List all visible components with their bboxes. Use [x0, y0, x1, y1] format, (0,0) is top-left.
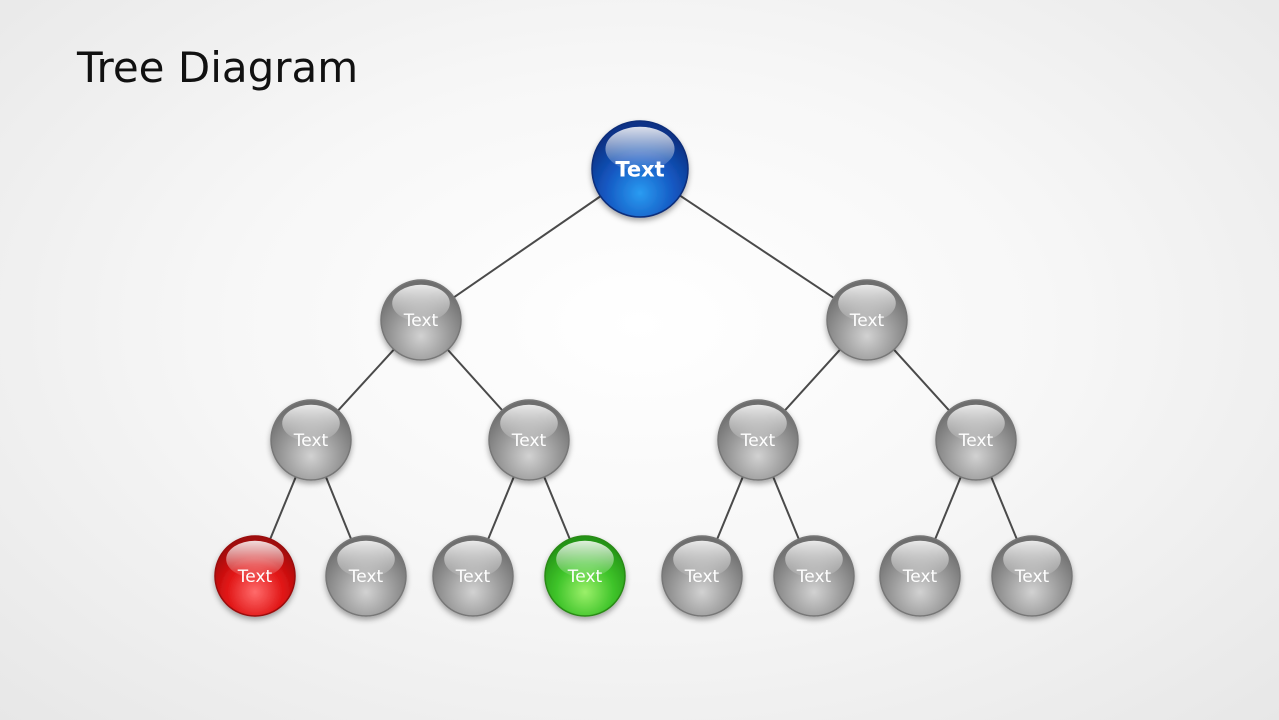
- edge-l1-to-l2-3: [893, 348, 950, 412]
- node-gloss: [500, 404, 558, 442]
- edge-l2-to-l3-2: [487, 476, 515, 540]
- connector-lines: [269, 194, 1018, 540]
- node-gloss: [444, 540, 502, 578]
- tree-node-level3-5: Text: [773, 535, 855, 617]
- edge-l2-to-l3-7: [990, 476, 1018, 540]
- tree-node-level3-1: Text: [325, 535, 407, 617]
- edge-root-to-l1-1: [679, 194, 835, 299]
- node-label: Text: [796, 567, 832, 587]
- tree-node-root: Text: [591, 120, 689, 218]
- node-gloss: [226, 540, 284, 578]
- node-gloss: [282, 404, 340, 442]
- node-label: Text: [293, 431, 329, 451]
- edge-root-to-l1-0: [453, 195, 602, 299]
- node-gloss: [891, 540, 949, 578]
- node-label: Text: [511, 431, 547, 451]
- tree-node-level2-2: Text: [717, 399, 799, 481]
- tree-node-level2-3: Text: [935, 399, 1017, 481]
- tree-node-level2-1: Text: [488, 399, 570, 481]
- tree-node-level3-2: Text: [432, 535, 514, 617]
- node-gloss: [392, 284, 450, 322]
- node-label: Text: [902, 567, 938, 587]
- node-label: Text: [1014, 567, 1050, 587]
- node-label: Text: [958, 431, 994, 451]
- node-gloss: [673, 540, 731, 578]
- node-label: Text: [567, 567, 603, 587]
- node-gloss: [785, 540, 843, 578]
- node-gloss: [605, 126, 675, 171]
- node-label: Text: [740, 431, 776, 451]
- tree-node-level3-4: Text: [661, 535, 743, 617]
- node-label: Text: [455, 567, 491, 587]
- edge-l1-to-l2-0: [337, 348, 395, 412]
- node-gloss: [947, 404, 1005, 442]
- page-title: Tree Diagram: [77, 43, 359, 92]
- edge-l2-to-l3-1: [325, 476, 352, 540]
- tree-node-level1-0: Text: [380, 279, 462, 361]
- node-gloss: [556, 540, 614, 578]
- edge-l1-to-l2-2: [784, 348, 841, 412]
- tree-node-level3-6: Text: [879, 535, 961, 617]
- edge-l2-to-l3-5: [772, 476, 800, 540]
- node-gloss: [337, 540, 395, 578]
- tree-node-level3-3: Text: [544, 535, 626, 617]
- node-label: Text: [849, 311, 885, 331]
- edge-l2-to-l3-0: [269, 476, 297, 540]
- edge-l2-to-l3-3: [543, 476, 571, 540]
- tree-node-level3-0: Text: [214, 535, 296, 617]
- tree-node-level1-1: Text: [826, 279, 908, 361]
- node-gloss: [1003, 540, 1061, 578]
- node-label: Text: [403, 311, 439, 331]
- edge-l1-to-l2-1: [447, 349, 503, 411]
- node-label: Text: [348, 567, 384, 587]
- tree-node-level2-0: Text: [270, 399, 352, 481]
- node-label: Text: [237, 567, 273, 587]
- edge-l2-to-l3-6: [934, 476, 962, 540]
- tree-node-level3-7: Text: [991, 535, 1073, 617]
- node-gloss: [838, 284, 896, 322]
- node-gloss: [729, 404, 787, 442]
- edge-l2-to-l3-4: [716, 476, 744, 540]
- node-label: Text: [615, 157, 664, 181]
- node-label: Text: [684, 567, 720, 587]
